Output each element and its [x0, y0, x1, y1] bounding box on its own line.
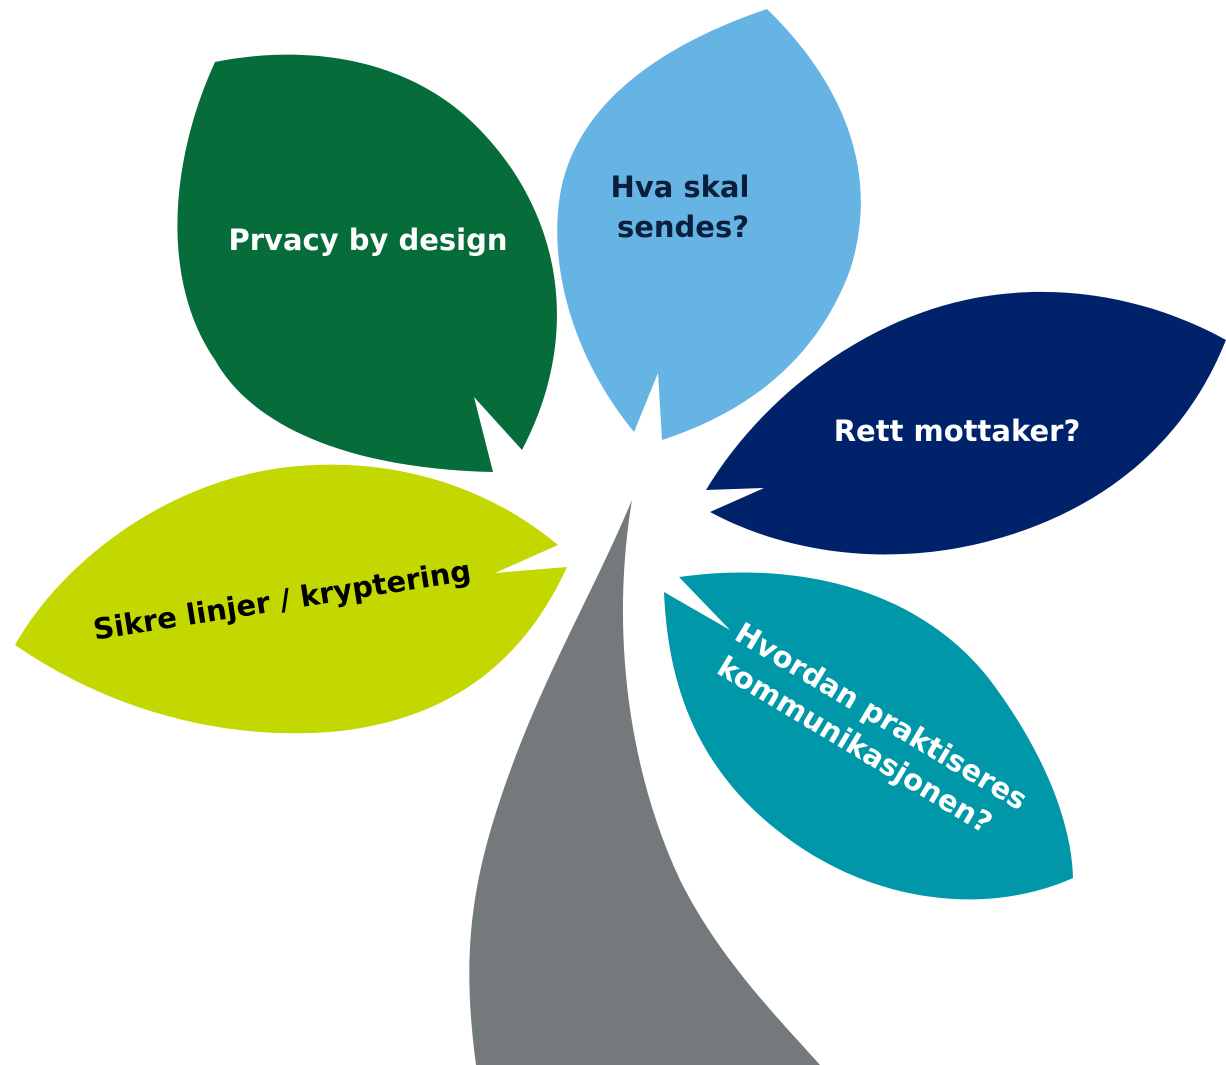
petal-secure-lines: Sikre linjer / kryptering	[15, 464, 567, 734]
petal-secure-lines-shape	[15, 464, 567, 734]
petal-communication-shape	[664, 572, 1073, 900]
petal-privacy-by-design: Prvacy by design	[177, 54, 557, 472]
petal-right-recipient: Rett mottaker?	[706, 291, 1226, 555]
petal-what-to-send-label-line1: Hva skal	[611, 170, 750, 204]
petal-privacy-shape	[177, 54, 557, 472]
petal-privacy-label: Prvacy by design	[228, 223, 507, 257]
petal-right-recipient-shape	[706, 291, 1226, 555]
petal-communication: Hvordan praktiseres kommunikasjonen?	[664, 572, 1073, 900]
flower-stem	[469, 500, 820, 1065]
petal-right-recipient-label: Rett mottaker?	[834, 414, 1081, 448]
petal-what-to-send: Hva skal sendes?	[557, 9, 861, 440]
petal-what-to-send-label-line2: sendes?	[617, 210, 749, 244]
petal-what-to-send-shape	[557, 9, 861, 440]
